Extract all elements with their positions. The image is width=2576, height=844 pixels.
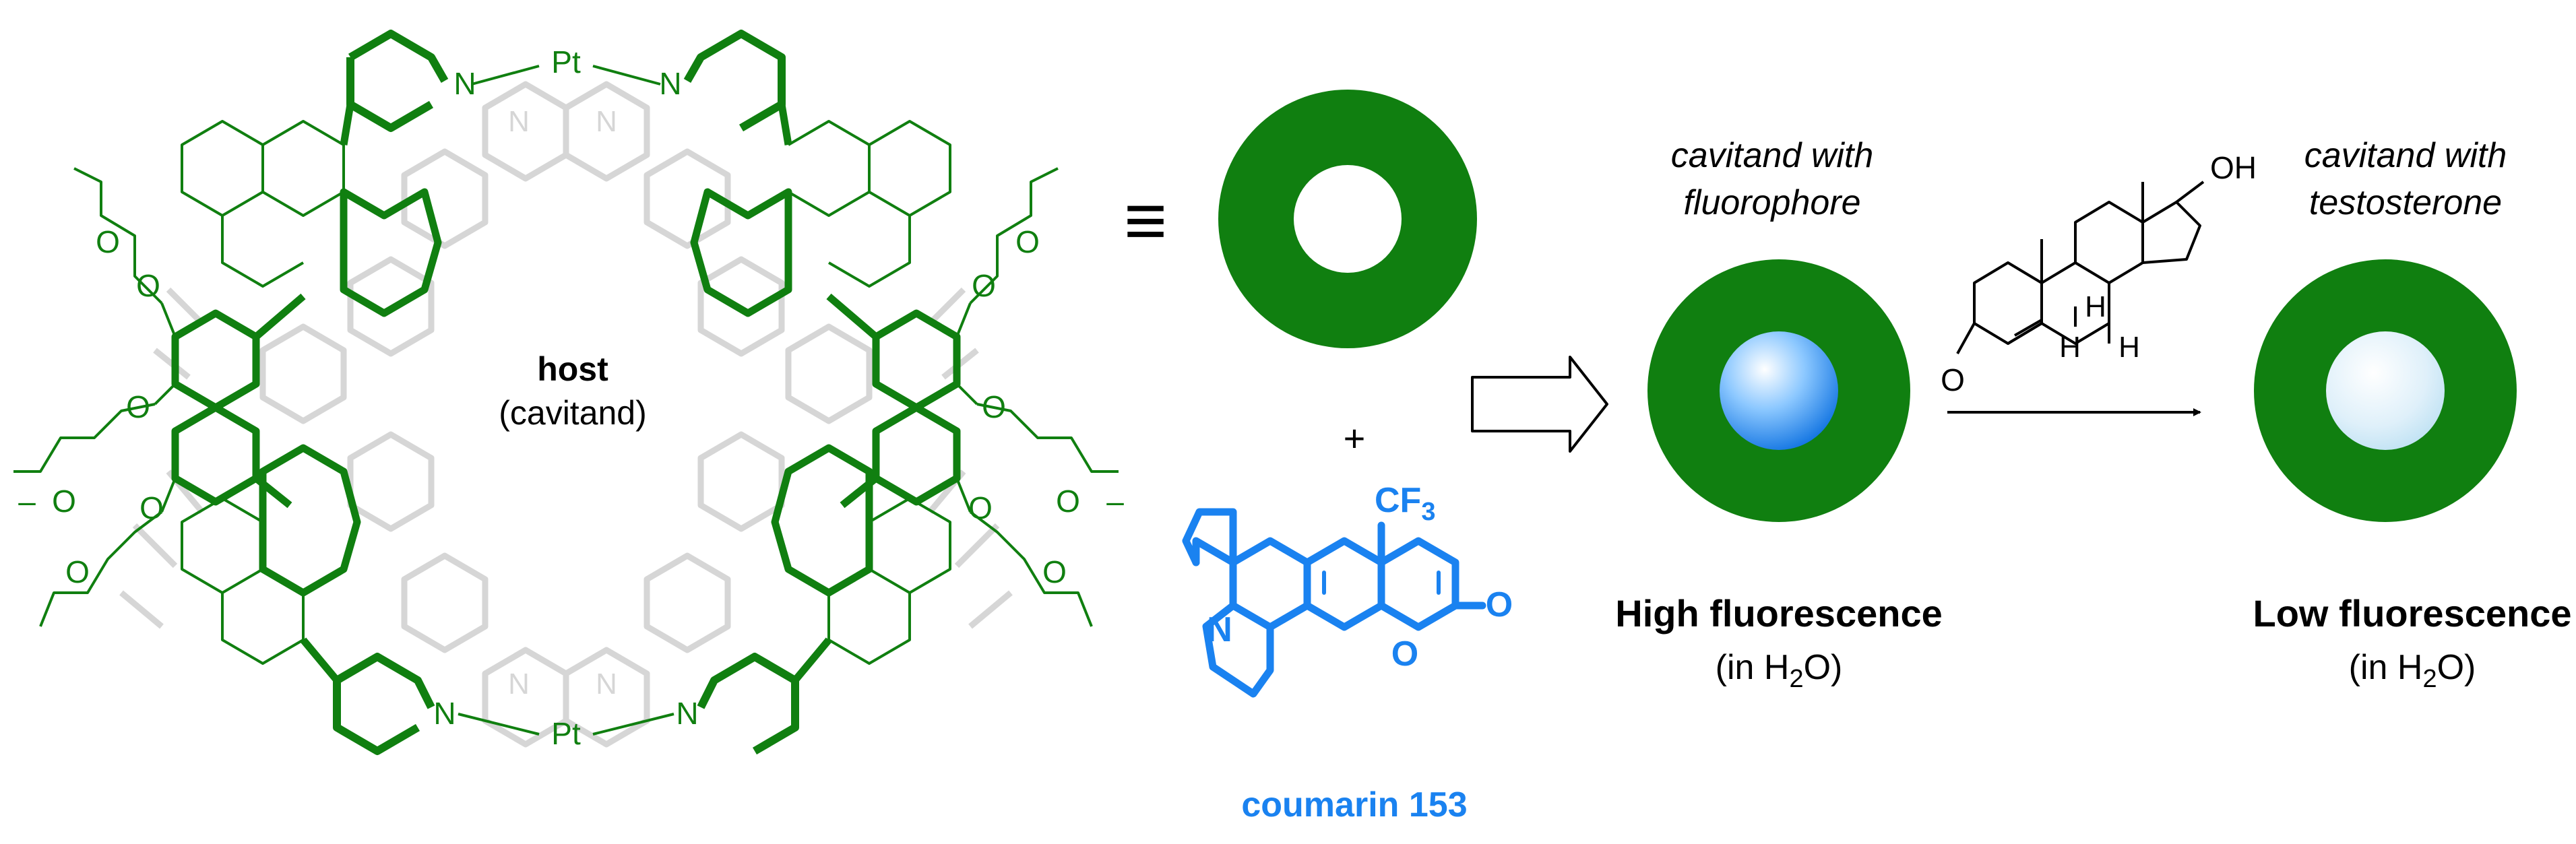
bottom-left-pyridine (333, 653, 435, 755)
right-methyl-dash: – (1106, 484, 1124, 519)
host-sublabel: (cavitand) (499, 394, 647, 432)
right-peg-chains (955, 167, 1119, 627)
cavitand-with-fluorophore (1647, 259, 1910, 522)
cavitand-with-testosterone (2254, 259, 2517, 522)
right-oxygen-5: O (968, 490, 993, 525)
host-label: host (537, 350, 608, 388)
left-resorcinarene-ring (171, 293, 306, 509)
top-right-n-label: N (659, 66, 681, 101)
upper-right-anthracene (690, 104, 951, 317)
high-fluorescence-label: High fluorescence (1615, 592, 1942, 635)
right-oxygen-1: O (1015, 224, 1040, 259)
fluorophore-title-line2: fluorophore (1683, 183, 1860, 222)
right-oxygen-2: O (972, 268, 996, 303)
faded-n-top-1: N (508, 105, 530, 138)
coumarin-carbonyl-oxygen: O (1486, 585, 1513, 624)
coumarin-153-structure (1182, 508, 1486, 698)
bottom-right-n-label: N (676, 696, 698, 731)
left-oxygen-2: O (136, 268, 160, 303)
testosterone-solvent-label: (in H2O) (2349, 648, 2476, 693)
right-oxygen-6: O (1042, 554, 1067, 589)
right-oxygen-3: O (982, 389, 1006, 424)
top-right-pyridine (683, 30, 786, 132)
plus-symbol: + (1344, 417, 1366, 459)
left-oxygen-1: O (96, 224, 120, 259)
testosterone-h-1: H (2085, 290, 2106, 323)
lower-right-anthracene (771, 444, 951, 683)
testosterone-title-line2: testosterone (2309, 183, 2502, 222)
faded-n-bottom-1: N (508, 668, 530, 701)
faded-n-bottom-2: N (596, 668, 617, 701)
left-oxygen-6: O (65, 554, 90, 589)
equivalence-symbol: ≡ (1124, 179, 1167, 262)
upper-left-anthracene (181, 104, 442, 317)
fluorophore-title-line1: cavitand with (1671, 136, 1874, 175)
left-methyl-dash: – (18, 484, 36, 519)
left-oxygen-4: O (52, 484, 76, 519)
testosterone-oh: OH (2210, 150, 2257, 185)
testosterone-title-line1: cavitand with (2304, 136, 2507, 175)
top-pt-label: Pt (551, 44, 581, 79)
left-oxygen-5: O (139, 490, 164, 525)
testosterone-ketone-o: O (1941, 362, 1965, 397)
left-oxygen-3: O (126, 389, 150, 424)
coumarin-nitrogen: N (1207, 610, 1232, 649)
bottom-pt-bridge (458, 713, 674, 736)
coumarin-name: coumarin 153 (1241, 785, 1467, 824)
binding-arrow (1471, 356, 1608, 453)
testosterone-structure (1956, 181, 2205, 354)
testosterone-h-2: H (2059, 331, 2081, 364)
coumarin-cf3: CF3 (1375, 481, 1435, 526)
left-peg-chains (13, 167, 177, 627)
top-pt-bridge (471, 65, 661, 86)
coumarin-ring-oxygen: O (1391, 635, 1418, 674)
cavitand-torus-empty (1218, 90, 1477, 348)
low-fluorescence-label: Low fluorescence (2253, 592, 2571, 635)
testosterone-h-3: H (2118, 331, 2140, 364)
right-resorcinarene-ring (826, 293, 961, 509)
faded-n-top-2: N (596, 105, 617, 138)
bottom-pt-label: Pt (551, 716, 581, 751)
bottom-right-pyridine (697, 653, 799, 755)
lower-left-anthracene (181, 444, 361, 683)
bottom-left-n-label: N (433, 696, 455, 731)
top-left-pyridine (346, 30, 449, 132)
host-structure: Pt N N (13, 30, 1124, 755)
host-back-layer (119, 81, 1013, 748)
fluorophore-solvent-label: (in H2O) (1716, 648, 1843, 693)
top-left-n-label: N (453, 66, 476, 101)
right-oxygen-4: O (1056, 484, 1080, 519)
